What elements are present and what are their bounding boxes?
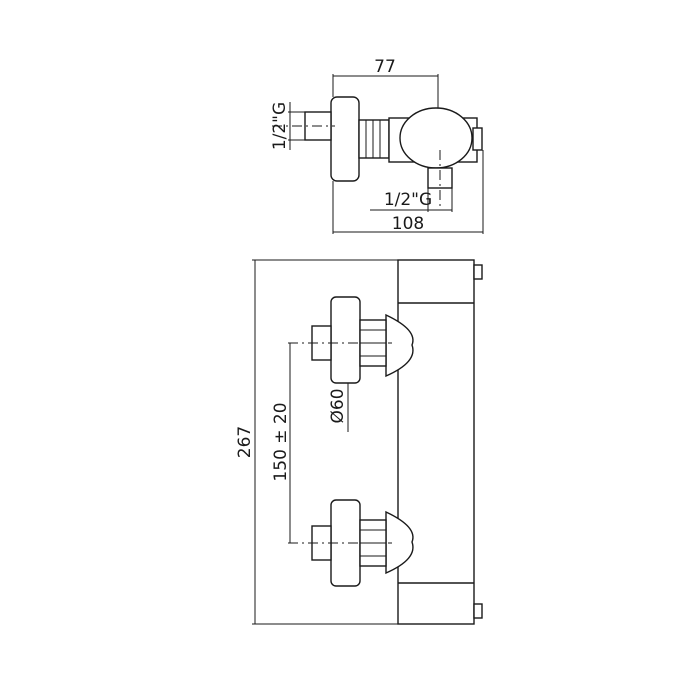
dim-thread-left-label: 1/2"G <box>270 102 290 150</box>
dim-108-label: 108 <box>392 214 424 234</box>
dim-centers-label: 150 ± 20 <box>271 402 291 481</box>
side-flange <box>330 96 360 182</box>
front-view: 267 150 ± 20 Ø60 <box>235 259 483 625</box>
side-handle <box>399 107 473 169</box>
front-pin-top <box>473 264 483 280</box>
side-nut <box>358 119 390 159</box>
dim-77-label: 77 <box>374 57 396 77</box>
front-pin-bottom <box>473 603 483 619</box>
side-view: 77 108 1/2"G 1/2"G <box>270 57 484 234</box>
dim-267-label: 267 <box>235 426 255 458</box>
front-body <box>397 259 475 625</box>
front-upper-connection <box>311 296 414 384</box>
dim-diameter-label: Ø60 <box>328 388 348 423</box>
side-knob-cap <box>472 127 483 151</box>
dim-thread-bottom-label: 1/2"G <box>384 190 432 210</box>
